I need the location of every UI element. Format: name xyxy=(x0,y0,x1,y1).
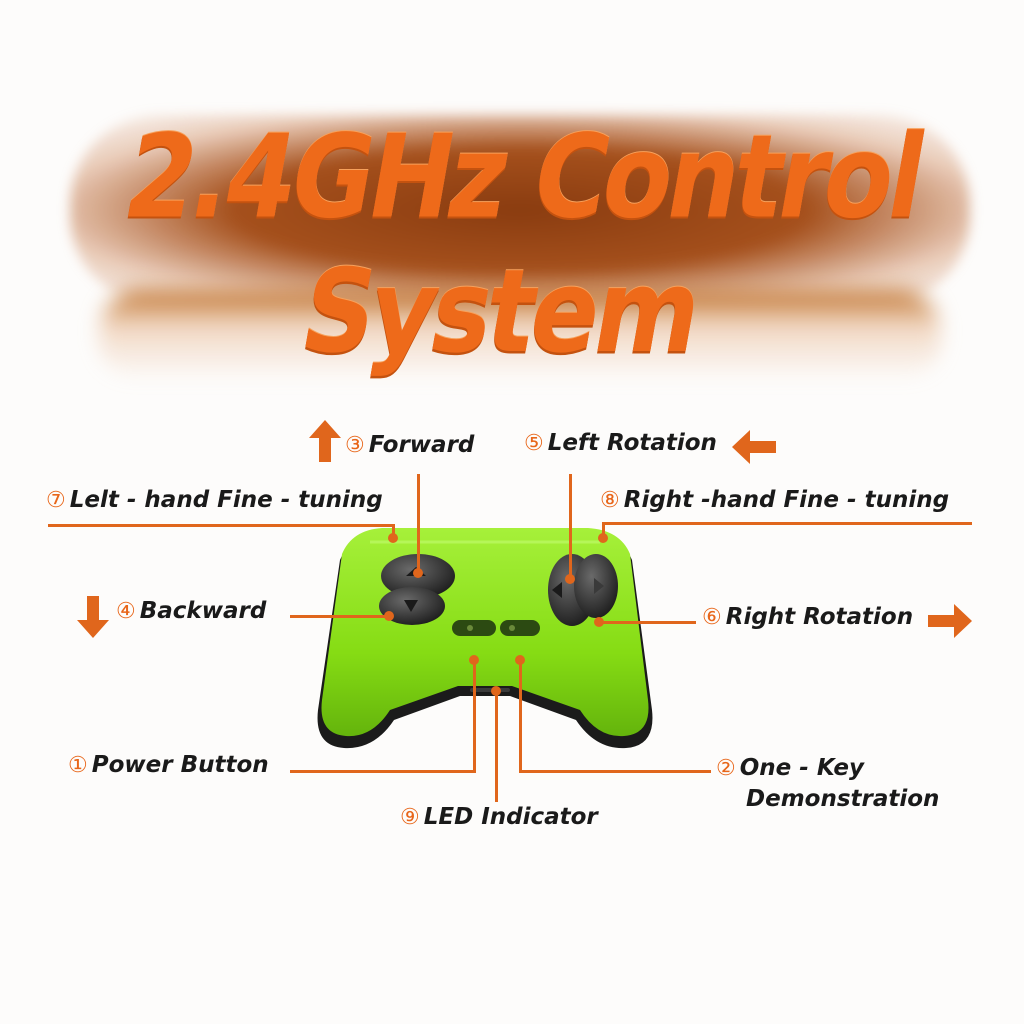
power-leader-h xyxy=(290,770,476,773)
arrow-right-icon xyxy=(928,604,972,638)
left-fine-tuning-leader-v xyxy=(392,524,395,538)
one-key-dot xyxy=(515,655,525,665)
num-right-fine-tuning: ⑧ xyxy=(600,488,620,513)
backward-leader xyxy=(290,615,390,618)
page-title: 2.4GHz Control System xyxy=(115,109,933,379)
text-one-key-demo-line1: One - Key xyxy=(739,755,864,781)
arrow-left-icon xyxy=(732,430,776,464)
text-one-key-demo-line2: Demonstration xyxy=(746,786,940,812)
num-one-key-demo: ② xyxy=(716,756,736,781)
remote-controller xyxy=(317,528,653,749)
forward-dot xyxy=(413,568,423,578)
title-glow xyxy=(70,115,970,305)
text-led-indicator: LED Indicator xyxy=(423,804,598,830)
arrow-down-icon xyxy=(77,596,109,638)
power-dot xyxy=(469,655,479,665)
num-backward: ④ xyxy=(116,599,136,624)
one-key-demo-button xyxy=(500,620,540,636)
text-backward: Backward xyxy=(139,598,267,624)
right-fine-tuning-dot xyxy=(598,533,608,543)
power-leader-v xyxy=(473,660,476,772)
text-left-rotation: Left Rotation xyxy=(547,430,717,456)
led-strip xyxy=(470,688,510,692)
text-left-fine-tuning: Lelt - hand Fine - tuning xyxy=(69,487,383,513)
backward-dot xyxy=(384,611,394,621)
one-key-leader-h xyxy=(519,770,711,773)
left-rotation-dot xyxy=(565,574,575,584)
title-reflection xyxy=(100,290,940,380)
text-power-button: Power Button xyxy=(91,752,269,778)
text-right-fine-tuning: Right -hand Fine - tuning xyxy=(623,487,950,513)
led-leader xyxy=(495,690,498,802)
right-fine-tuning-leader-h xyxy=(602,522,972,525)
right-rotation-dot xyxy=(594,617,604,627)
text-right-rotation: Right Rotation xyxy=(725,604,914,630)
num-forward: ③ xyxy=(345,433,365,458)
text-forward: Forward xyxy=(368,432,475,458)
num-led-indicator: ⑨ xyxy=(400,805,420,830)
num-left-fine-tuning: ⑦ xyxy=(46,488,66,513)
right-rotation-leader xyxy=(600,621,696,624)
one-key-leader-v xyxy=(519,660,522,772)
power-button xyxy=(452,620,496,636)
arrow-up-icon xyxy=(309,420,341,462)
forward-leader xyxy=(417,474,420,574)
num-power-button: ① xyxy=(68,753,88,778)
title-banner: 2.4GHz Control System xyxy=(40,75,984,380)
left-fine-tuning-dot xyxy=(388,533,398,543)
num-left-rotation: ⑤ xyxy=(524,431,544,456)
led-dot xyxy=(491,686,501,696)
num-right-rotation: ⑥ xyxy=(702,605,722,630)
left-fine-tuning-leader-h xyxy=(48,524,393,527)
left-rotation-leader xyxy=(569,474,572,580)
right-fine-tuning-leader-v xyxy=(602,522,605,538)
